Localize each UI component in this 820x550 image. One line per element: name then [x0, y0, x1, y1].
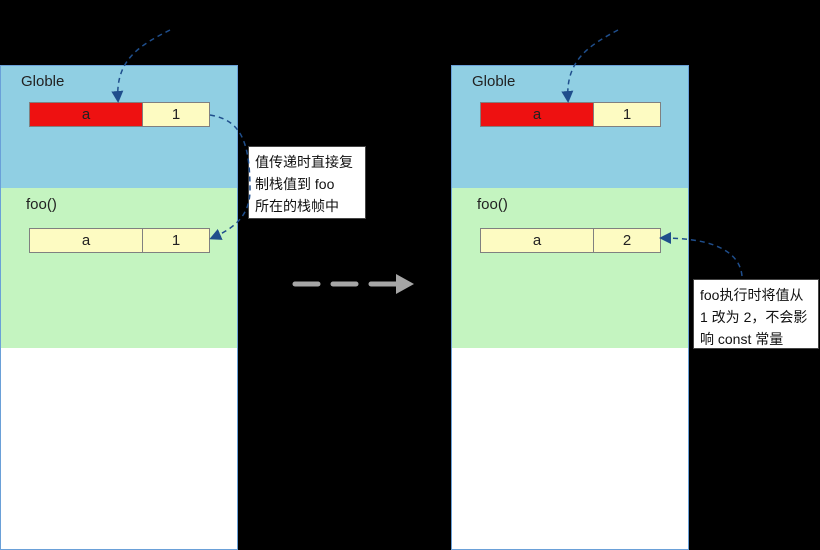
- foo-frame: foo() a 1: [1, 188, 237, 349]
- empty-stack-area: [1, 348, 237, 549]
- global-frame: Globle a 1: [1, 66, 237, 189]
- modify-value-callout: foo执行时将值从 1 改为 2，不会影 响 const 常量: [693, 279, 819, 349]
- foo-variable-row: a 2: [480, 228, 661, 253]
- callout-line: 所在的栈帧中: [255, 198, 339, 214]
- global-frame: Globle a 1: [452, 66, 688, 189]
- callout-line: 响 const 常量: [700, 331, 784, 347]
- variable-name-cell: a: [481, 229, 594, 252]
- callout-line: 值传递时直接复: [255, 154, 353, 170]
- callout-line: 制栈值到 foo: [255, 176, 335, 192]
- variable-value-cell: 1: [143, 103, 209, 126]
- global-frame-label: Globle: [21, 73, 65, 90]
- variable-name-cell: a: [30, 103, 143, 126]
- variable-value-cell: 1: [594, 103, 660, 126]
- global-variable-row: a 1: [480, 102, 661, 127]
- variable-name-cell: a: [481, 103, 594, 126]
- variable-value-cell: 1: [143, 229, 209, 252]
- variable-value-cell: 2: [594, 229, 660, 252]
- global-variable-row: a 1: [29, 102, 210, 127]
- transition-arrow: [292, 274, 414, 294]
- copy-value-callout: 值传递时直接复 制栈值到 foo 所在的栈帧中: [248, 146, 366, 219]
- empty-stack-area: [452, 348, 688, 549]
- foo-frame-label: foo(): [477, 196, 508, 213]
- variable-name-cell: a: [30, 229, 143, 252]
- right-call-stack: Globle a 1 foo() a 2: [451, 65, 689, 550]
- foo-frame: foo() a 2: [452, 188, 688, 349]
- callout-line: foo执行时将值从: [700, 287, 804, 303]
- global-frame-label: Globle: [472, 73, 516, 90]
- callout-line: 1 改为 2，不会影: [700, 309, 808, 325]
- left-call-stack: Globle a 1 foo() a 1: [0, 65, 238, 550]
- foo-variable-row: a 1: [29, 228, 210, 253]
- foo-frame-label: foo(): [26, 196, 57, 213]
